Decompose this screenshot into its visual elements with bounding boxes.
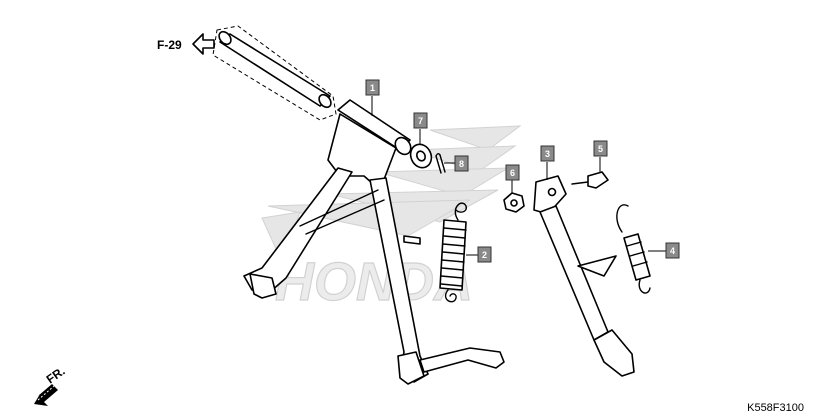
cotter-pin (435, 153, 446, 174)
callout-5-number: 5 (598, 144, 603, 154)
callout-7-number: 7 (418, 116, 423, 126)
washer (409, 143, 433, 169)
callout-5[interactable]: 5 (593, 140, 608, 157)
side-stand-bolt (571, 171, 609, 189)
callout-8[interactable]: 8 (454, 155, 469, 172)
callout-7[interactable]: 7 (413, 112, 428, 129)
reference-link-f29[interactable]: F-29 (157, 33, 215, 55)
arrow-down-left-icon (34, 384, 58, 406)
diagram-code: K558F3100 (747, 402, 804, 414)
main-stand-spring (439, 202, 468, 303)
callout-1[interactable]: 1 (365, 79, 380, 96)
callout-1-number: 1 (370, 83, 375, 93)
callout-2-number: 2 (482, 250, 487, 260)
callout-4-number: 4 (670, 246, 675, 256)
callout-3-number: 3 (545, 149, 550, 159)
callout-6[interactable]: 6 (505, 164, 520, 181)
callout-8-number: 8 (459, 159, 464, 169)
callout-3[interactable]: 3 (540, 145, 555, 162)
callout-2[interactable]: 2 (477, 246, 492, 263)
front-direction-indicator: FR. (34, 364, 68, 406)
nut (503, 192, 525, 213)
side-stand-spring (616, 204, 651, 294)
reference-label: F-29 (157, 38, 182, 52)
callout-4[interactable]: 4 (665, 242, 680, 259)
arrow-left-icon (192, 33, 215, 55)
side-stand (533, 175, 635, 377)
front-direction-label: FR. (44, 364, 68, 387)
main-stand (243, 99, 505, 385)
shaft-dashed-outline (212, 25, 337, 121)
pivot-shaft (218, 30, 332, 109)
callout-6-number: 6 (510, 168, 515, 178)
